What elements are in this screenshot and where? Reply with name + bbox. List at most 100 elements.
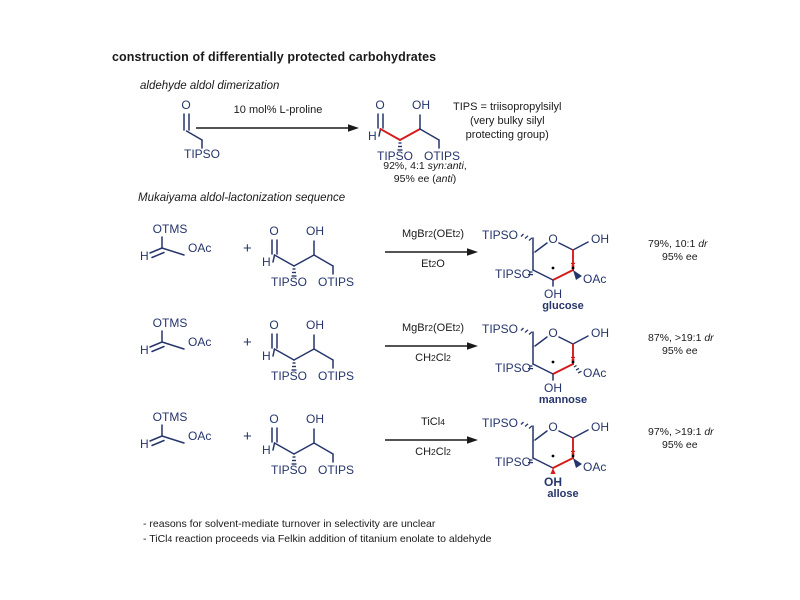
tips-legend-line3: protecting group): [465, 129, 549, 141]
atom-label-h: H: [140, 437, 149, 451]
product-name-glucose: glucose: [542, 300, 584, 312]
product-name-allose: allose: [547, 488, 579, 500]
reaction-arrow-4: [385, 434, 481, 446]
atom-label-oac: OAc: [188, 429, 211, 443]
dimerization-product: O OH H TIPSO OTIPS: [368, 96, 488, 163]
reagent-top-3: TiCl4: [385, 416, 481, 428]
atom-label-h: H: [140, 343, 149, 357]
product-name-mannose: mannose: [538, 394, 588, 406]
atom-label-tipso: TIPSO: [271, 275, 307, 289]
reagent-top-1: MgBr2(OEt2): [385, 228, 481, 240]
reaction-arrow-1: [196, 122, 362, 134]
section-heading-mukaiyama: Mukaiyama aldol-lactonization sequence: [138, 192, 346, 204]
yield-mannose: 87%, >19:1 dr 95% ee: [648, 332, 714, 358]
atom-label-oh: OH: [306, 318, 324, 332]
atom-label-oh-bottom: OH: [544, 287, 562, 301]
atom-label-tipso-top: TIPSO: [482, 322, 518, 336]
atom-label-tipso: TIPSO: [377, 149, 413, 163]
reagent-top-2: MgBr2(OEt2): [385, 322, 481, 334]
reagent-top-text-1: MgBr2(OEt2): [401, 228, 465, 240]
tips-legend-line1: TIPS = triisopropylsilyl: [453, 101, 562, 113]
yield-line-2: 95% ee: [662, 439, 698, 451]
silyl-enol-ether-2: OTMS H OAc: [140, 316, 236, 362]
atom-label-o: O: [269, 412, 278, 426]
yield-line-1: 97%, >19:1 dr: [648, 426, 714, 438]
reaction-arrow-3: [385, 340, 481, 352]
atom-label-otips: OTIPS: [318, 463, 354, 477]
atom-label-otips: OTIPS: [424, 149, 460, 163]
atom-label-tipso-bottom: TIPSO: [495, 455, 531, 469]
atom-label-otms: OTMS: [153, 410, 188, 424]
atom-label-h: H: [262, 255, 271, 269]
silyl-enol-ether-1: OTMS H OAc: [140, 222, 236, 268]
plus-sign: +: [243, 428, 252, 445]
atom-label-h: H: [262, 349, 271, 363]
yield-line-2: 95% ee: [662, 345, 698, 357]
atom-label-otms: OTMS: [153, 316, 188, 330]
atom-label-oh-anomeric: OH: [591, 326, 609, 340]
atom-label-oac: OAc: [583, 366, 606, 380]
atom-label-h: H: [262, 443, 271, 457]
atom-label-oh: OH: [412, 98, 430, 112]
reagent-top-text-2: MgBr2(OEt2): [401, 322, 465, 334]
footnotes: - reasons for solvent-mediate turnover i…: [143, 517, 492, 547]
atom-label-tipso-bottom: TIPSO: [495, 267, 531, 281]
plus-sign: +: [243, 240, 252, 257]
plus-sign: +: [243, 334, 252, 351]
atom-label-oh: OH: [306, 224, 324, 238]
reagent-bottom-2: CH2Cl2: [385, 352, 481, 364]
atom-label-tipso: TIPSO: [271, 369, 307, 383]
dimerization-result: 92%, 4:1 syn:anti, 95% ee (anti): [360, 160, 490, 186]
atom-label-ring-o: O: [548, 420, 557, 434]
tips-legend-line2: (very bulky silyl: [469, 115, 545, 127]
atom-label-oac: OAc: [188, 241, 211, 255]
atom-label-oh-anomeric: OH: [591, 232, 609, 246]
yield-line-1: 79%, 10:1 dr: [648, 238, 708, 250]
tips-legend: TIPS = triisopropylsilyl (very bulky sil…: [453, 100, 562, 142]
reagent-l-proline: 10 mol% L-proline: [233, 104, 323, 116]
atom-label-oac: OAc: [583, 272, 606, 286]
atom-label-oh: OH: [306, 412, 324, 426]
atom-label-otms: OTMS: [153, 222, 188, 236]
dimerization-substrate: O TIPSO: [178, 96, 258, 161]
reaction-arrow-2: [385, 246, 481, 258]
reagent-bottom-text-1: Et2O: [421, 258, 445, 270]
atom-label-tipso-top: TIPSO: [482, 228, 518, 242]
atom-label-o: O: [375, 98, 384, 112]
atom-label-oac: OAc: [583, 460, 606, 474]
atom-label-oh-bottom: OH: [544, 475, 562, 489]
footnote-line-1: - reasons for solvent-mediate turnover i…: [143, 518, 436, 530]
aldehyde-partner-2: O OH H TIPSO OTIPS: [262, 316, 382, 383]
section-heading-dimerization: aldehyde aldol dimerization: [140, 80, 280, 92]
result-line-1: 92%, 4:1 syn:anti,: [383, 160, 467, 172]
reagent-bottom-text-3: CH2Cl2: [415, 446, 451, 458]
yield-line-1: 87%, >19:1 dr: [648, 332, 714, 344]
footnote-line-2: - TiCl4 reaction proceeds via Felkin add…: [143, 533, 492, 545]
atom-label-otips: OTIPS: [318, 369, 354, 383]
atom-label-o: O: [269, 318, 278, 332]
atom-label-oac: OAc: [188, 335, 211, 349]
atom-label-o: O: [269, 224, 278, 238]
reagent-bottom-3: CH2Cl2: [385, 446, 481, 458]
yield-allose: 97%, >19:1 dr 95% ee: [648, 426, 714, 452]
atom-label-h: H: [140, 249, 149, 263]
reagent-top-text-3: TiCl4: [421, 416, 445, 428]
result-line-2: 95% ee (anti): [393, 173, 457, 185]
atom-label-h: H: [368, 129, 377, 143]
product-pyranose-allose: TIPSO O OH TIPSO: [482, 410, 637, 489]
product-pyranose-mannose: TIPSO O OH TIPSO: [482, 316, 637, 395]
aldehyde-partner-1: O OH H TIPSO OTIPS: [262, 222, 382, 289]
atom-label-tipso: TIPSO: [184, 147, 220, 161]
silyl-enol-ether-3: OTMS H OAc: [140, 410, 236, 456]
atom-label-tipso-bottom: TIPSO: [495, 361, 531, 375]
atom-label-ring-o: O: [548, 232, 557, 246]
atom-label-o: O: [181, 98, 190, 112]
atom-label-oh-anomeric: OH: [591, 420, 609, 434]
yield-glucose: 79%, 10:1 dr 95% ee: [648, 238, 708, 264]
atom-label-ring-o: O: [548, 326, 557, 340]
product-pyranose-glucose: TIPSO O OH TIPSO: [482, 222, 637, 301]
atom-label-otips: OTIPS: [318, 275, 354, 289]
page-title: construction of differentially protected…: [112, 50, 437, 64]
reagent-bottom-1: Et2O: [385, 258, 481, 270]
